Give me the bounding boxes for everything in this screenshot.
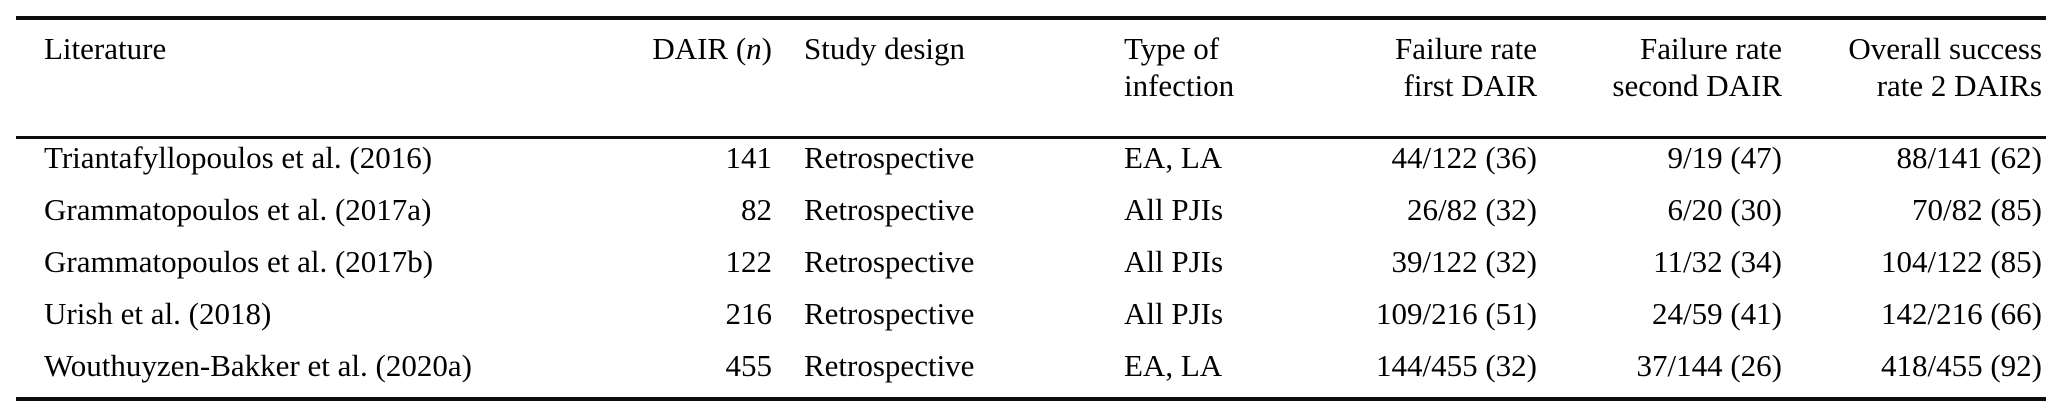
column-header-dair-n-line1: DAIR ( — [652, 31, 747, 66]
table-row: Urish et al. (2018) 216 Retrospective Al… — [16, 288, 2046, 340]
cell-type-of-infection: EA, LA — [1124, 348, 1223, 383]
table-top-rule — [16, 16, 2046, 20]
cell-dair-n: 141 — [725, 140, 773, 175]
cell-overall-success: 418/455 (92) — [1880, 348, 2042, 383]
cell-literature: Grammatopoulos et al. (2017a) — [44, 192, 432, 227]
column-header-dair-n-suffix: ) — [761, 31, 772, 66]
column-header-failure-second-line2: second DAIR — [1612, 68, 1782, 103]
column-header-literature-line1: Literature — [44, 31, 167, 66]
cell-type-of-infection: All PJIs — [1124, 192, 1224, 227]
cell-type-of-infection: All PJIs — [1124, 244, 1224, 279]
cell-type-of-infection: All PJIs — [1124, 296, 1224, 331]
cell-failure-second: 6/20 (30) — [1667, 192, 1782, 227]
column-header-failure-first-line2: first DAIR — [1403, 68, 1537, 103]
cell-study-design: Retrospective — [804, 192, 975, 227]
column-header-failure-second-line1: Failure rate — [1639, 31, 1782, 66]
cell-study-design: Retrospective — [804, 348, 975, 383]
column-header-literature: Literature — [16, 16, 606, 124]
table-row: Triantafyllopoulos et al. (2016) 141 Ret… — [16, 124, 2046, 184]
cell-literature: Grammatopoulos et al. (2017b) — [44, 244, 434, 279]
table-header: Literature DAIR (n) Study design Type of… — [16, 16, 2046, 124]
cell-failure-second: 24/59 (41) — [1651, 296, 1782, 331]
cell-literature: Wouthuyzen-Bakker et al. (2020a) — [44, 348, 472, 383]
cell-literature: Urish et al. (2018) — [44, 296, 272, 331]
column-header-failure-second: Failure rate second DAIR — [1541, 16, 1786, 124]
cell-literature: Triantafyllopoulos et al. (2016) — [44, 140, 433, 175]
cell-failure-second: 9/19 (47) — [1667, 140, 1782, 175]
table-row: Grammatopoulos et al. (2017a) 82 Retrosp… — [16, 184, 2046, 236]
cell-dair-n: 122 — [725, 244, 773, 279]
column-header-overall-success: Overall success rate 2 DAIRs — [1786, 16, 2046, 124]
cell-overall-success: 104/122 (85) — [1880, 244, 2042, 279]
table-header-rule — [16, 136, 2046, 139]
cell-study-design: Retrospective — [804, 296, 975, 331]
column-header-failure-first-line1: Failure rate — [1394, 31, 1537, 66]
table-header-row: Literature DAIR (n) Study design Type of… — [16, 16, 2046, 124]
table-body: Triantafyllopoulos et al. (2016) 141 Ret… — [16, 124, 2046, 392]
column-header-overall-success-line1: Overall success — [1848, 31, 2042, 66]
cell-dair-n: 82 — [741, 192, 772, 227]
table-bottom-rule — [16, 397, 2046, 401]
column-header-type-of-infection-line1: Type of — [1124, 31, 1220, 66]
cell-failure-second: 37/144 (26) — [1636, 348, 1782, 383]
column-header-dair-n-italic: n — [746, 31, 762, 66]
cell-failure-first: 44/122 (36) — [1391, 140, 1537, 175]
column-header-overall-success-line2: rate 2 DAIRs — [1876, 68, 2042, 103]
cell-study-design: Retrospective — [804, 140, 975, 175]
column-header-failure-first: Failure rate first DAIR — [1296, 16, 1541, 124]
cell-failure-first: 144/455 (32) — [1375, 348, 1537, 383]
cell-overall-success: 70/82 (85) — [1911, 192, 2042, 227]
cell-study-design: Retrospective — [804, 244, 975, 279]
column-header-type-of-infection-line2: infection — [1124, 68, 1235, 103]
cell-dair-n: 216 — [725, 296, 773, 331]
cell-overall-success: 88/141 (62) — [1896, 140, 2042, 175]
cell-failure-first: 26/82 (32) — [1406, 192, 1537, 227]
cell-overall-success: 142/216 (66) — [1880, 296, 2042, 331]
column-header-study-design: Study design — [776, 16, 1096, 124]
cell-type-of-infection: EA, LA — [1124, 140, 1223, 175]
table-row: Grammatopoulos et al. (2017b) 122 Retros… — [16, 236, 2046, 288]
dair-outcomes-table: Literature DAIR (n) Study design Type of… — [16, 16, 2046, 392]
table-row: Wouthuyzen-Bakker et al. (2020a) 455 Ret… — [16, 340, 2046, 392]
column-header-dair-n: DAIR (n) — [606, 16, 776, 124]
cell-failure-second: 11/32 (34) — [1653, 244, 1782, 279]
cell-failure-first: 109/216 (51) — [1375, 296, 1537, 331]
cell-dair-n: 455 — [725, 348, 773, 383]
cell-failure-first: 39/122 (32) — [1391, 244, 1537, 279]
column-header-type-of-infection: Type of infection — [1096, 16, 1296, 124]
column-header-study-design-line1: Study design — [804, 31, 966, 66]
